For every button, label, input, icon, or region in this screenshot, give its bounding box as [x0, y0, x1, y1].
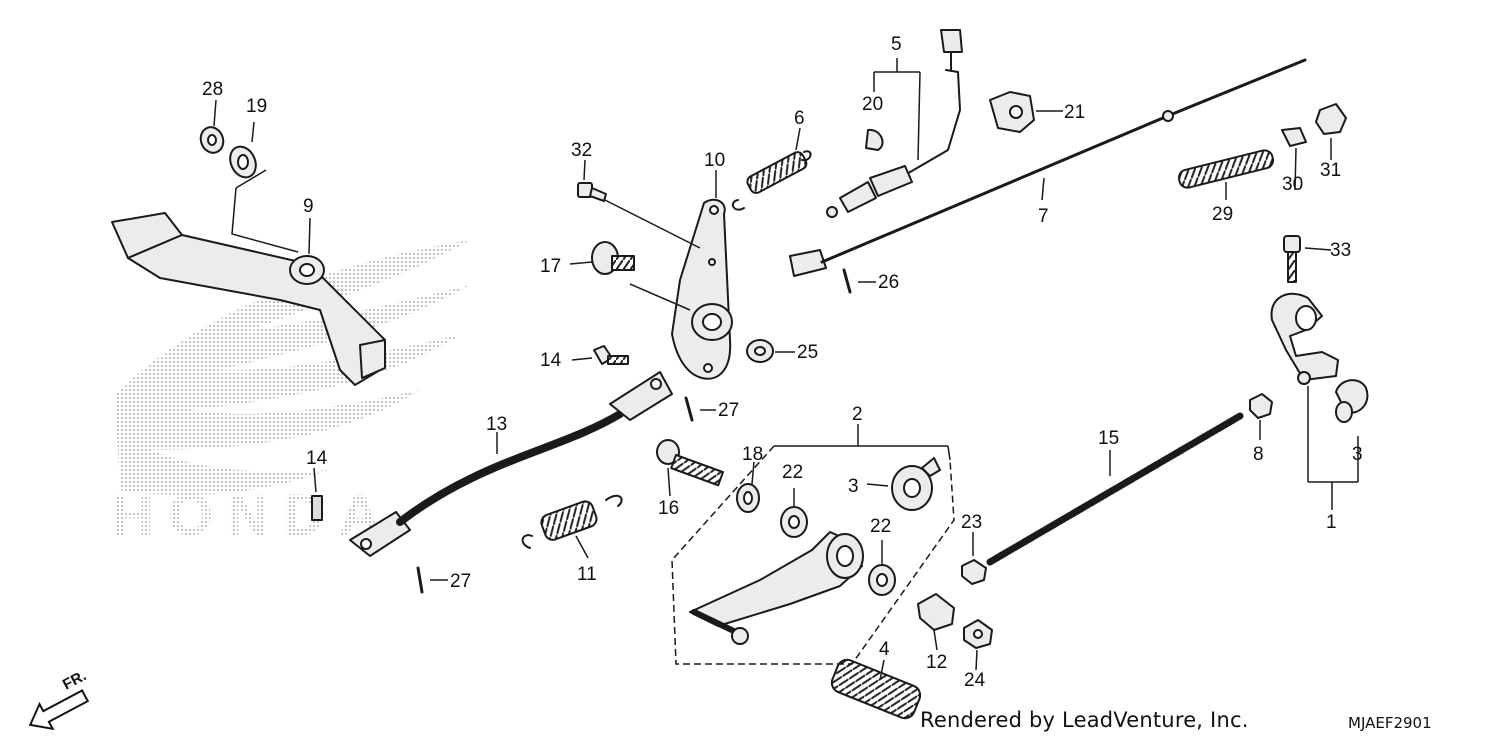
brake-pedal-9 [111, 212, 386, 386]
front-direction-arrow-icon: FR. [28, 667, 89, 731]
joint-assembly-1 [1270, 292, 1369, 423]
callout-1: 1 [1326, 512, 1337, 533]
callout-5: 5 [891, 34, 902, 55]
render-credit: Rendered by LeadVenture, Inc. [920, 708, 1249, 732]
washer-18 [736, 483, 760, 513]
joint-3-upper [891, 457, 941, 511]
washer-22-upper [780, 506, 808, 538]
front-direction-label: FR. [60, 667, 89, 693]
callout-22-lower: 22 [870, 516, 891, 537]
callout-15: 15 [1098, 428, 1119, 449]
callout-30: 30 [1282, 174, 1303, 195]
nut-23 [961, 559, 987, 585]
cotter-pin-26 [842, 268, 852, 294]
callout-9: 9 [303, 196, 314, 217]
callout-20: 20 [862, 94, 883, 115]
callout-19: 19 [246, 96, 267, 117]
callout-16: 16 [658, 498, 679, 519]
bolt-14-upper [593, 345, 629, 365]
callout-6: 6 [794, 108, 805, 129]
bolt-32 [577, 182, 607, 202]
callout-13: 13 [486, 414, 507, 435]
joint-30 [1281, 127, 1307, 147]
spring-29 [1177, 149, 1275, 189]
collar-12 [917, 593, 955, 631]
brake-rod-13 [349, 371, 673, 557]
callout-18: 18 [742, 444, 763, 465]
spring-11 [521, 494, 623, 549]
nut-31 [1315, 103, 1347, 135]
callout-12: 12 [926, 652, 947, 673]
bolt-16 [656, 439, 724, 487]
pivot-bolt-17 [591, 241, 635, 275]
callout-28: 28 [202, 79, 223, 100]
callout-26: 26 [878, 272, 899, 293]
callout-25: 25 [797, 342, 818, 363]
callout-27-upper: 27 [718, 400, 739, 421]
bracket-plate-10 [671, 198, 733, 380]
callout-31: 31 [1320, 160, 1341, 181]
bolt-14-lower [311, 495, 323, 521]
honda-wing-watermark [115, 240, 470, 495]
rod-stud-15 [986, 412, 1244, 566]
cotter-pin-27-lower [416, 566, 424, 594]
washer-22-lower [868, 564, 896, 596]
callout-14-upper: 14 [540, 350, 562, 371]
diagram-code: MJAEF2901 [1348, 714, 1432, 732]
callout-23: 23 [961, 512, 982, 533]
nut-8 [1249, 393, 1273, 419]
callout-22-upper: 22 [782, 462, 803, 483]
callout-3-right: 3 [1352, 444, 1363, 465]
clip-20 [865, 128, 884, 151]
subassembly-2-boundary [671, 445, 955, 665]
callout-4: 4 [879, 639, 890, 660]
cotter-pin-27-upper [684, 396, 694, 422]
pedal-rubber-4 [830, 658, 922, 720]
callout-labels: 1 2 3 3 4 5 6 7 8 9 10 11 12 13 14 14 15… [202, 34, 1363, 691]
callout-14-lower: 14 [306, 448, 328, 469]
callout-21: 21 [1064, 102, 1085, 123]
washer-19 [229, 145, 257, 179]
clamp-21 [989, 91, 1035, 133]
callout-29: 29 [1212, 204, 1233, 225]
callout-27-lower: 27 [450, 571, 471, 592]
callout-32: 32 [571, 140, 592, 161]
washer-28 [199, 126, 225, 154]
callout-2: 2 [852, 404, 863, 425]
callout-33: 33 [1330, 240, 1351, 261]
brake-rod-7 [789, 58, 1307, 277]
leader-lines [213, 58, 1359, 681]
callout-8: 8 [1253, 444, 1264, 465]
callout-17: 17 [540, 256, 561, 277]
callout-10: 10 [704, 150, 725, 171]
bolt-33 [1283, 235, 1301, 283]
callout-24: 24 [964, 670, 986, 691]
callout-11: 11 [577, 564, 597, 585]
callout-7: 7 [1038, 206, 1049, 227]
callout-3-upper: 3 [848, 476, 859, 497]
brake-switch-5 [826, 29, 963, 218]
washer-25 [746, 339, 774, 363]
nut-24 [963, 619, 993, 649]
honda-wordmark-watermark: HONDA [112, 483, 395, 548]
spring-6 [731, 150, 812, 211]
brake-arm-2 [689, 531, 864, 645]
